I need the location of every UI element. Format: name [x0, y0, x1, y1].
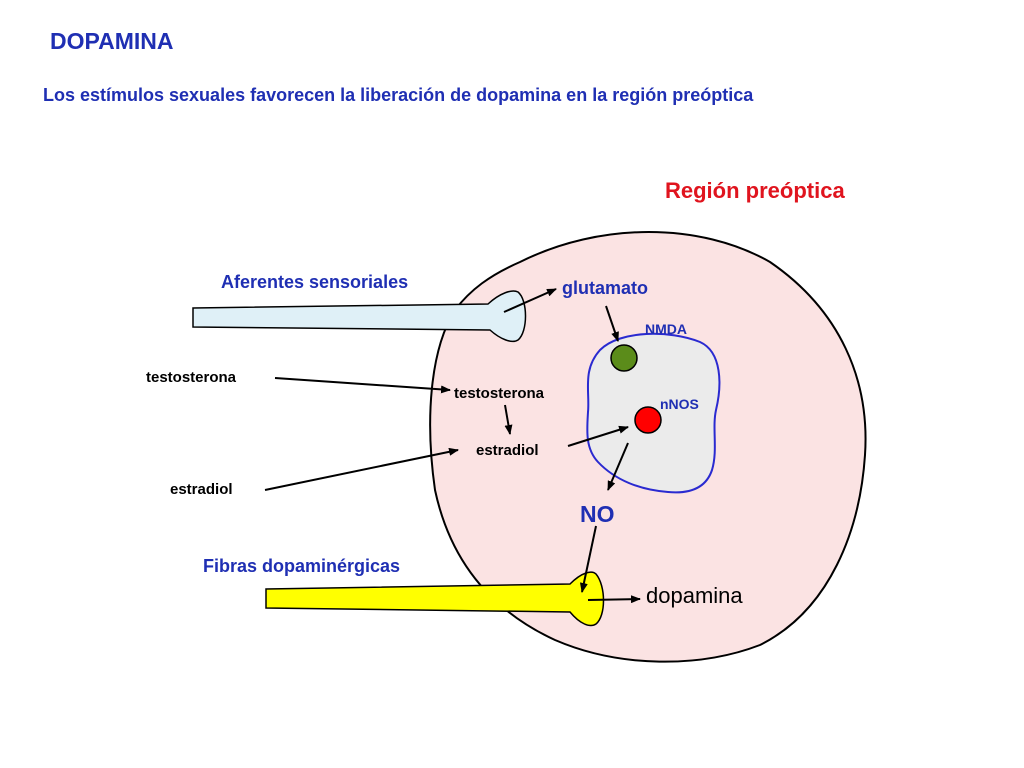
dopamine-label: dopamina	[646, 583, 743, 608]
arrow-estradiol-to-nnos	[567, 425, 629, 447]
estradiol-inner-label: estradiol	[476, 442, 539, 459]
nnos-enzyme	[634, 406, 662, 434]
no-label: NO	[580, 501, 615, 527]
testosterone-outer-label: testosterona	[146, 369, 237, 386]
region-label: Región preóptica	[665, 178, 845, 203]
dopaminergic-fiber	[265, 571, 605, 627]
arrow-testosterone-in	[274, 377, 451, 394]
afferents-label: Aferentes sensoriales	[221, 272, 408, 292]
arrow-nnos-to-no	[607, 442, 629, 491]
arrow-fiber-to-dopamine	[587, 595, 641, 604]
arrow-no-to-fiber	[579, 525, 597, 593]
nmda-label: NMDA	[645, 321, 687, 337]
nmda-receptor	[610, 344, 638, 372]
arrow-estradiol-in	[264, 447, 459, 491]
estradiol-outer-label: estradiol	[170, 481, 233, 498]
nnos-label: nNOS	[660, 396, 699, 412]
arrow-testosterone-to-estradiol	[504, 404, 513, 435]
afferent-fiber	[192, 290, 527, 343]
fibers-label: Fibras dopaminérgicas	[203, 556, 400, 576]
slide-title: DOPAMINA	[50, 28, 174, 54]
glutamate-label: glutamato	[562, 278, 648, 298]
arrow-afferent-to-glutamate	[503, 288, 557, 313]
testosterone-inner-label: testosterona	[454, 385, 545, 402]
arrow-glutamate-to-nmda	[605, 305, 619, 342]
slide-subtitle: Los estímulos sexuales favorecen la libe…	[43, 85, 754, 105]
